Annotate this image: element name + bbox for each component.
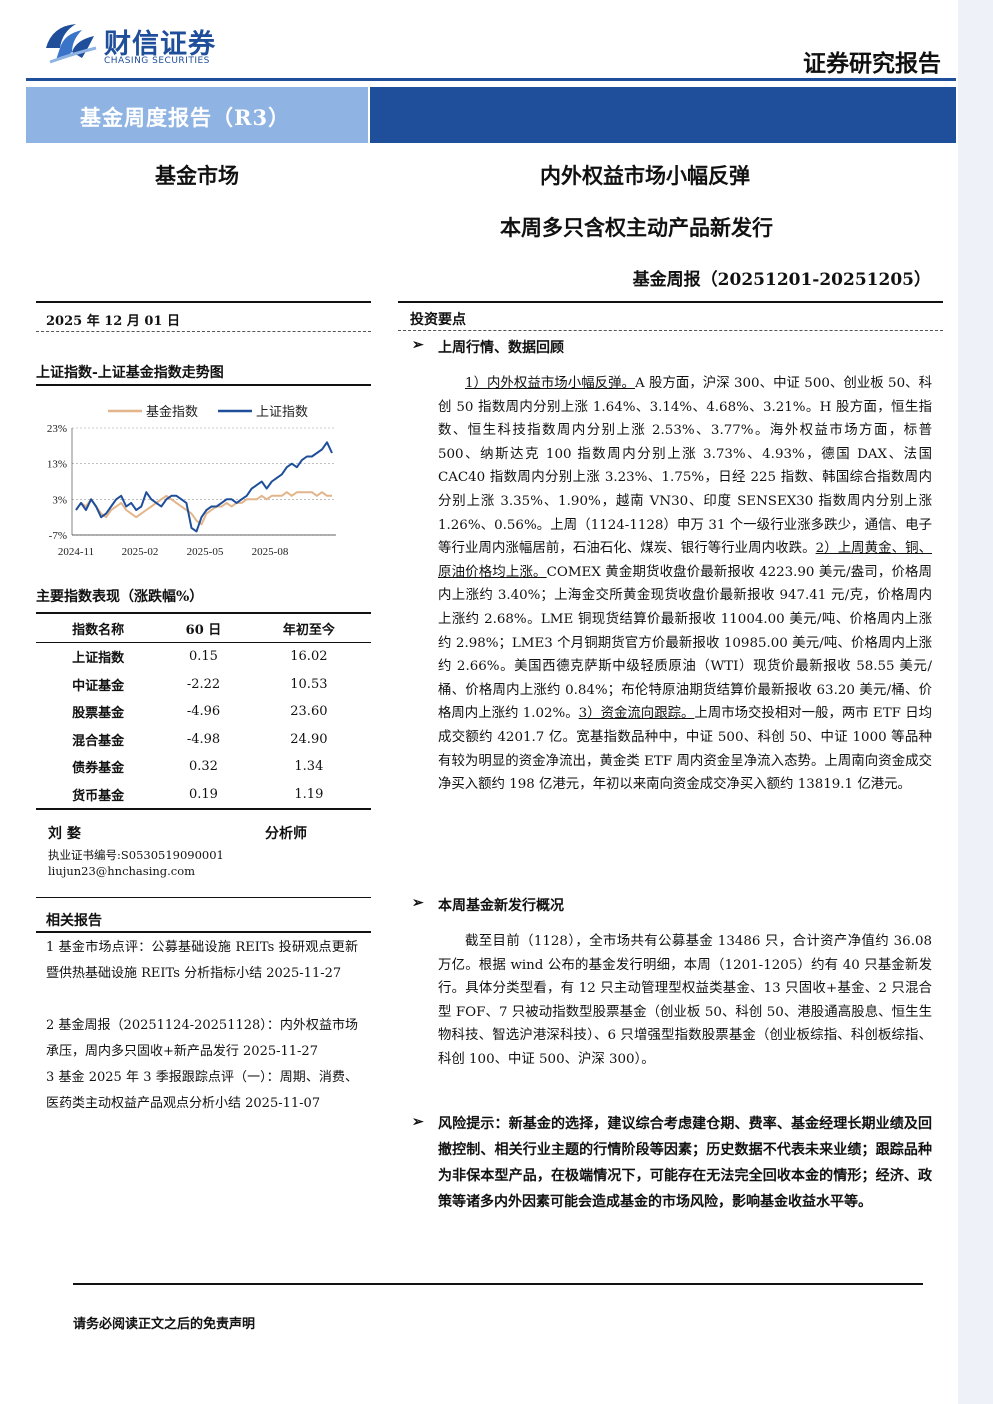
bullet-arrow-icon: ➢ <box>412 895 424 911</box>
section1-point2-heading: 2）上周黄金、铜、原油价格均上涨。 <box>438 541 932 580</box>
related-report-3[interactable]: 3 基金 2025 年 3 季报跟踪点评（一）：周期、消费、医药类主动权益产品观… <box>46 1070 358 1111</box>
bullet-arrow-icon: ➢ <box>412 337 424 353</box>
sector-label: 基金市场 <box>155 163 239 188</box>
cell-ytd: 24.90 <box>290 731 328 747</box>
table-row: 货币基金 0.19 1.19 <box>36 780 371 810</box>
chart-series-line-2 <box>75 441 333 533</box>
banner-left <box>26 87 368 143</box>
chart-legend-label: 基金指数 <box>146 404 198 420</box>
table-row: 股票基金 -4.96 23.60 <box>36 698 371 726</box>
chart-y-tick: 23% <box>47 423 67 435</box>
cell-name: 货币基金 <box>36 780 161 810</box>
section1-point1-heading: 1）内外权益市场小幅反弹。 <box>465 376 635 391</box>
section1-paragraph: 1）内外权益市场小幅反弹。A 股方面，沪深 300、中证 500、创业板 50、… <box>438 372 932 797</box>
cell-ytd: 1.19 <box>246 780 371 810</box>
logo-name-en: CHASING SECURITIES <box>104 56 210 66</box>
perf-header-60d: 60 日 <box>160 612 247 643</box>
cell-60d: 0.15 <box>189 649 218 665</box>
cell-60d: 0.19 <box>160 780 247 810</box>
cell-ytd: 10.53 <box>290 676 328 692</box>
cell-name: 上证指数 <box>72 651 125 667</box>
chart-x-tick: 2025-08 <box>252 546 289 558</box>
footer-rule <box>73 1283 923 1285</box>
related-section-title: 相关报告 <box>46 913 102 929</box>
chart-section-rule <box>36 384 371 386</box>
index-trend-chart: 23% 13% 3% -7% 2024-11 2025-02 2025-05 2025-08… <box>47 404 336 558</box>
chart-section-title: 上证指数-上证基金指数走势图 <box>36 365 224 381</box>
section1-title: 上周行情、数据回顾 <box>438 340 564 356</box>
section1-point1-text: A 股方面，沪深 300、中证 500、创业板 50、科创 50 指数周内分别上… <box>438 376 932 557</box>
table-row: 中证基金 -2.22 10.53 <box>36 671 371 699</box>
perf-header-name: 指数名称 <box>36 612 161 643</box>
chart-x-tick: 2025-02 <box>122 546 159 558</box>
analyst-role: 分析师 <box>265 826 307 842</box>
bullet-arrow-icon: ➢ <box>412 1114 424 1130</box>
related-report-2[interactable]: 2 基金周报（20251124-20251128）：内外权益市场承压，周内多只固… <box>46 1018 358 1059</box>
related-section-rule <box>36 931 371 933</box>
cell-ytd: 1.34 <box>294 759 324 775</box>
cell-60d: -4.96 <box>186 704 221 720</box>
analyst-email[interactable]: liujun23@hnchasing.com <box>48 864 196 878</box>
banner-label: 基金周度报告（R3） <box>80 105 291 130</box>
report-type: 证券研究报告 <box>803 50 941 77</box>
section1-point2-text: COMEX 黄金期货收盘价最新报收 4223.90 美元/盎司，价格周内上涨约 … <box>438 564 932 722</box>
table-row: 上证指数 0.15 16.02 <box>36 643 371 671</box>
cell-name: 中证基金 <box>72 678 125 694</box>
banner-right <box>370 87 956 143</box>
report-title-line2: 本周多只含权主动产品新发行 <box>500 215 773 240</box>
cell-60d: -2.22 <box>186 676 221 692</box>
report-subtitle: 基金周报（20251201-20251205） <box>632 270 931 290</box>
table-row: 债券基金 0.32 1.34 <box>36 753 371 781</box>
risk-warning: 风险提示：新基金的选择，建议综合考虑建仓期、费率、基金经理长期业绩及回撤控制、相… <box>438 1116 932 1210</box>
side-strip <box>958 0 993 1404</box>
cell-60d: 0.32 <box>189 759 218 775</box>
disclaimer-note[interactable]: 请务必阅读正文之后的免责声明 <box>73 1317 256 1332</box>
invest-top-rule <box>398 301 943 303</box>
cell-60d: -4.98 <box>186 731 221 747</box>
related-report-1[interactable]: 1 基金市场点评：公募基础设施 REITs 投研观点更新暨供热基础设施 REIT… <box>46 940 358 981</box>
perf-header-ytd: 年初至今 <box>246 612 371 643</box>
cell-ytd: 16.02 <box>290 649 328 665</box>
chart-x-tick: 2024-11 <box>58 546 94 558</box>
chart-y-tick: 13% <box>47 459 67 471</box>
invest-title: 投资要点 <box>410 312 466 328</box>
cell-name: 股票基金 <box>72 706 125 722</box>
table-row: 混合基金 -4.98 24.90 <box>36 726 371 754</box>
chart-y-tick: -7% <box>49 530 67 542</box>
perf-table: 指数名称 60 日 年初至今 上证指数 0.15 16.02 中证基金 -2.2… <box>36 612 371 810</box>
report-date: 2025 年 12 月 01 日 <box>46 314 180 329</box>
section1-point3-text: 上周市场交投相对一般，两市 ETF 日均成交额约 4201.7 亿。宽基指数品种… <box>438 706 932 793</box>
cell-name: 债券基金 <box>72 761 125 777</box>
chart-series-line-1 <box>75 491 332 526</box>
chasing-logo-icon <box>46 24 97 64</box>
logo-name-cn: 财信证券 <box>104 29 216 60</box>
date-dash-rule <box>36 331 371 332</box>
related-top-rule <box>36 897 371 898</box>
cell-ytd: 23.60 <box>290 704 328 720</box>
section2-paragraph: 截至目前（1128），全市场共有公募基金 13486 只，合计资产净值约 36.… <box>438 934 932 1067</box>
date-rule <box>36 301 371 303</box>
section1-point3-heading: 3）资金流向跟踪。 <box>578 706 695 722</box>
chart-y-tick: 3% <box>52 494 67 506</box>
analyst-cert: 执业证书编号:S0530519090001 <box>48 848 224 862</box>
cell-name: 混合基金 <box>72 733 125 749</box>
invest-dash-rule <box>398 330 943 331</box>
header-rule <box>26 78 956 81</box>
report-title-line1: 内外权益市场小幅反弹 <box>540 163 750 188</box>
perf-section-title: 主要指数表现（涨跌幅%） <box>36 589 204 605</box>
chart-x-tick: 2025-05 <box>187 546 224 558</box>
chart-legend-label: 上证指数 <box>256 405 308 420</box>
section2-title: 本周基金新发行概况 <box>438 898 564 914</box>
analyst-name: 刘 婺 <box>48 826 81 842</box>
